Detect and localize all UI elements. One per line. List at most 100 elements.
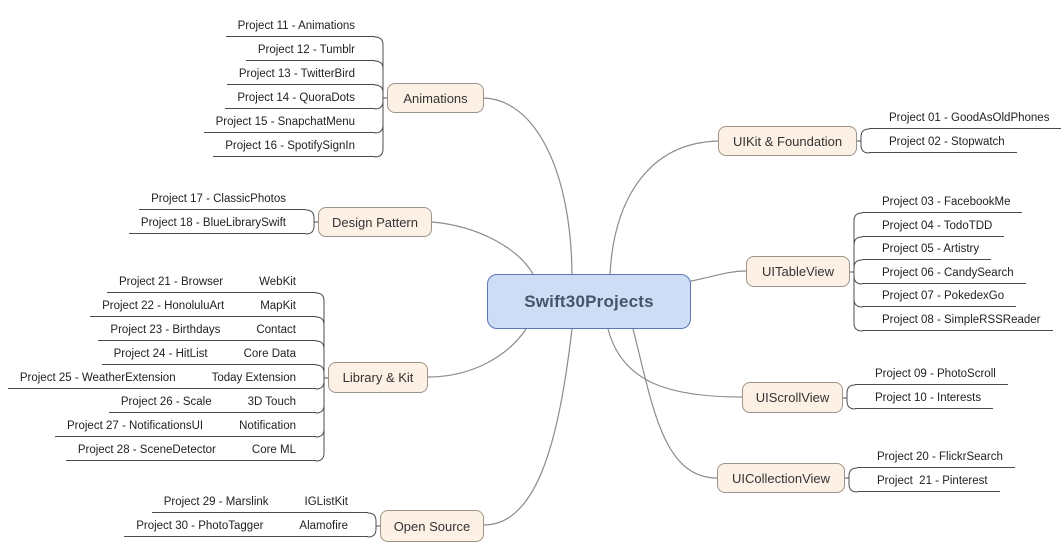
leaf-item-label: Project 16 - SpotifySignIn (225, 140, 355, 152)
branch-node-library-kit[interactable]: Library & Kit (328, 362, 428, 393)
leaf-item[interactable]: Project 14 - QuoraDots (225, 89, 375, 109)
leaf-item-label: Project 09 - PhotoScroll (875, 368, 996, 380)
leaf-item-note: Core Data (243, 348, 296, 360)
leaf-item-note: IGListKit (304, 496, 348, 508)
leaf-item-label: Project 20 - FlickrSearch (877, 451, 1003, 463)
branch-node-label: Open Source (393, 518, 471, 534)
leaf-item-label: Project 14 - QuoraDots (237, 92, 355, 104)
leaf-item-note: 3D Touch (247, 396, 296, 408)
branch-node-label: UITableView (761, 264, 835, 279)
leaf-item[interactable]: Project 01 - GoodAsOldPhones (869, 109, 1062, 129)
leaf-item-label: Project 17 - ClassicPhotos (151, 193, 286, 205)
leaf-item[interactable]: Project 17 - ClassicPhotos (139, 190, 306, 210)
leaf-item-label: Project 26 - Scale (120, 396, 212, 408)
leaf-item-label: Project 10 - Interests (875, 392, 982, 404)
leaf-item-label: Project 06 - CandySearch (882, 267, 1014, 279)
leaf-item-label: Project 05 - Artistry (882, 243, 980, 255)
leaf-item[interactable]: Project 06 - CandySearch (862, 264, 1026, 284)
branch-node-open-source[interactable]: Open Source (380, 510, 484, 542)
leaf-item[interactable]: Project 18 - BlueLibrarySwift (128, 214, 306, 234)
branch-node-animations[interactable]: Animations (387, 83, 484, 113)
leaf-item[interactable]: Project 03 - FacebookMe (862, 193, 1023, 213)
central-topic[interactable]: Swift30Projects (487, 274, 691, 329)
leaf-item[interactable]: Project 10 - Interests (855, 389, 994, 409)
leaf-item-note: Core ML (251, 444, 296, 456)
leaf-item[interactable]: Project 15 - SnapchatMenu (203, 113, 375, 133)
leaf-item[interactable]: Project 12 - Tumblr (245, 41, 375, 61)
leaf-item-label: Project 18 - BlueLibrarySwift (140, 217, 286, 229)
leaf-item[interactable]: Project 28 - SceneDetector Core ML (65, 441, 316, 461)
leaf-item[interactable]: Project 21 - Browser WebKit (106, 273, 316, 293)
branch-node-label: UICollectionView (731, 470, 831, 486)
branch-node-uiscrollview[interactable]: UIScrollView (742, 382, 843, 413)
leaf-item-note: WebKit (259, 276, 296, 288)
leaf-item[interactable]: Project 02 - Stopwatch (869, 133, 1017, 153)
leaf-item[interactable]: Project 20 - FlickrSearch (857, 448, 1015, 468)
leaf-item-label: Project 02 - Stopwatch (889, 136, 1005, 148)
branch-connector-line (431, 221, 534, 275)
leaf-item-label: Project 04 - TodoTDD (882, 220, 993, 232)
leaf-item[interactable]: Project 11 - Animations (225, 17, 375, 37)
leaf-item-label: Project 15 - SnapchatMenu (215, 116, 355, 128)
leaf-item-note: Alamofire (299, 520, 348, 532)
branch-connector-line (483, 328, 573, 526)
leaf-item-label: Project 08 - SimpleRSSReader (882, 314, 1041, 326)
leaf-item-note: Contact (256, 324, 296, 336)
leaf-bracket (315, 292, 329, 462)
leaf-item-label: Project 03 - FacebookMe (882, 196, 1011, 208)
branch-connector-line (607, 328, 743, 398)
leaf-item-label: Project 21 - Pinterest (877, 475, 988, 487)
leaf-bracket (844, 467, 858, 493)
leaf-item[interactable]: Project 16 - SpotifySignIn (213, 137, 375, 157)
leaf-item-label: Project 01 - GoodAsOldPhones (889, 112, 1050, 124)
leaf-bracket (367, 512, 381, 538)
branch-connector-line (609, 140, 719, 275)
branch-node-uikit-foundation[interactable]: UIKit & Foundation (718, 126, 857, 156)
leaf-item[interactable]: Project 05 - Artistry (862, 240, 992, 260)
branch-node-label: Animations (403, 90, 468, 106)
leaf-item-label: Project 25 - WeatherExtension (19, 372, 176, 384)
central-topic-label: Swift30Projects (524, 291, 654, 311)
leaf-item-label: Project 21 - Browser (118, 276, 224, 288)
leaf-item[interactable]: Project 29 - Marslink IGListKit (151, 493, 368, 513)
branch-connector-line (427, 328, 527, 378)
leaf-bracket (856, 128, 870, 154)
leaf-item-label: Project 12 - Tumblr (257, 44, 355, 56)
leaf-item-label: Project 11 - Animations (237, 20, 355, 32)
leaf-item-label: Project 23 - Birthdays (110, 324, 221, 336)
branch-node-label: Design Pattern (332, 214, 418, 230)
leaf-item-label: Project 07 - PokedexGo (882, 290, 1005, 302)
leaf-bracket (305, 209, 319, 235)
branch-connector-line (483, 97, 573, 275)
leaf-item[interactable]: Project 07 - PokedexGo (862, 287, 1017, 307)
leaf-item[interactable]: Project 13 - TwitterBird (226, 65, 375, 85)
branch-node-label: Library & Kit (342, 370, 414, 385)
leaf-bracket (842, 384, 856, 410)
leaf-item-label: Project 30 - PhotoTagger (136, 520, 264, 532)
leaf-item[interactable]: Project 26 - Scale 3D Touch (108, 393, 316, 413)
branch-connector-line (632, 328, 718, 479)
leaf-item-label: Project 28 - SceneDetector (77, 444, 216, 456)
leaf-item[interactable]: Project 08 - SimpleRSSReader (862, 311, 1053, 331)
leaf-item[interactable]: Project 23 - Birthdays Contact (98, 321, 316, 341)
branch-connector-line (690, 270, 747, 282)
branch-node-uitableview[interactable]: UITableView (746, 256, 850, 287)
leaf-item[interactable]: Project 09 - PhotoScroll (855, 365, 1008, 385)
branch-node-design-pattern[interactable]: Design Pattern (318, 207, 432, 237)
branch-node-uicollectionview[interactable]: UICollectionView (717, 463, 845, 493)
leaf-item-label: Project 13 - TwitterBird (238, 68, 355, 80)
leaf-item-label: Project 27 - NotificationsUI (66, 420, 204, 432)
leaf-item-note: MapKit (260, 300, 296, 312)
branch-node-label: UIScrollView (755, 390, 830, 405)
leaf-item-label: Project 29 - Marslink (163, 496, 269, 508)
branch-node-label: UIKit & Foundation (732, 133, 843, 149)
leaf-item[interactable]: Project 30 - PhotoTagger Alamofire (124, 517, 368, 537)
leaf-item[interactable]: Project 21 - Pinterest (857, 472, 1000, 492)
leaf-item[interactable]: Project 04 - TodoTDD (862, 217, 1005, 237)
